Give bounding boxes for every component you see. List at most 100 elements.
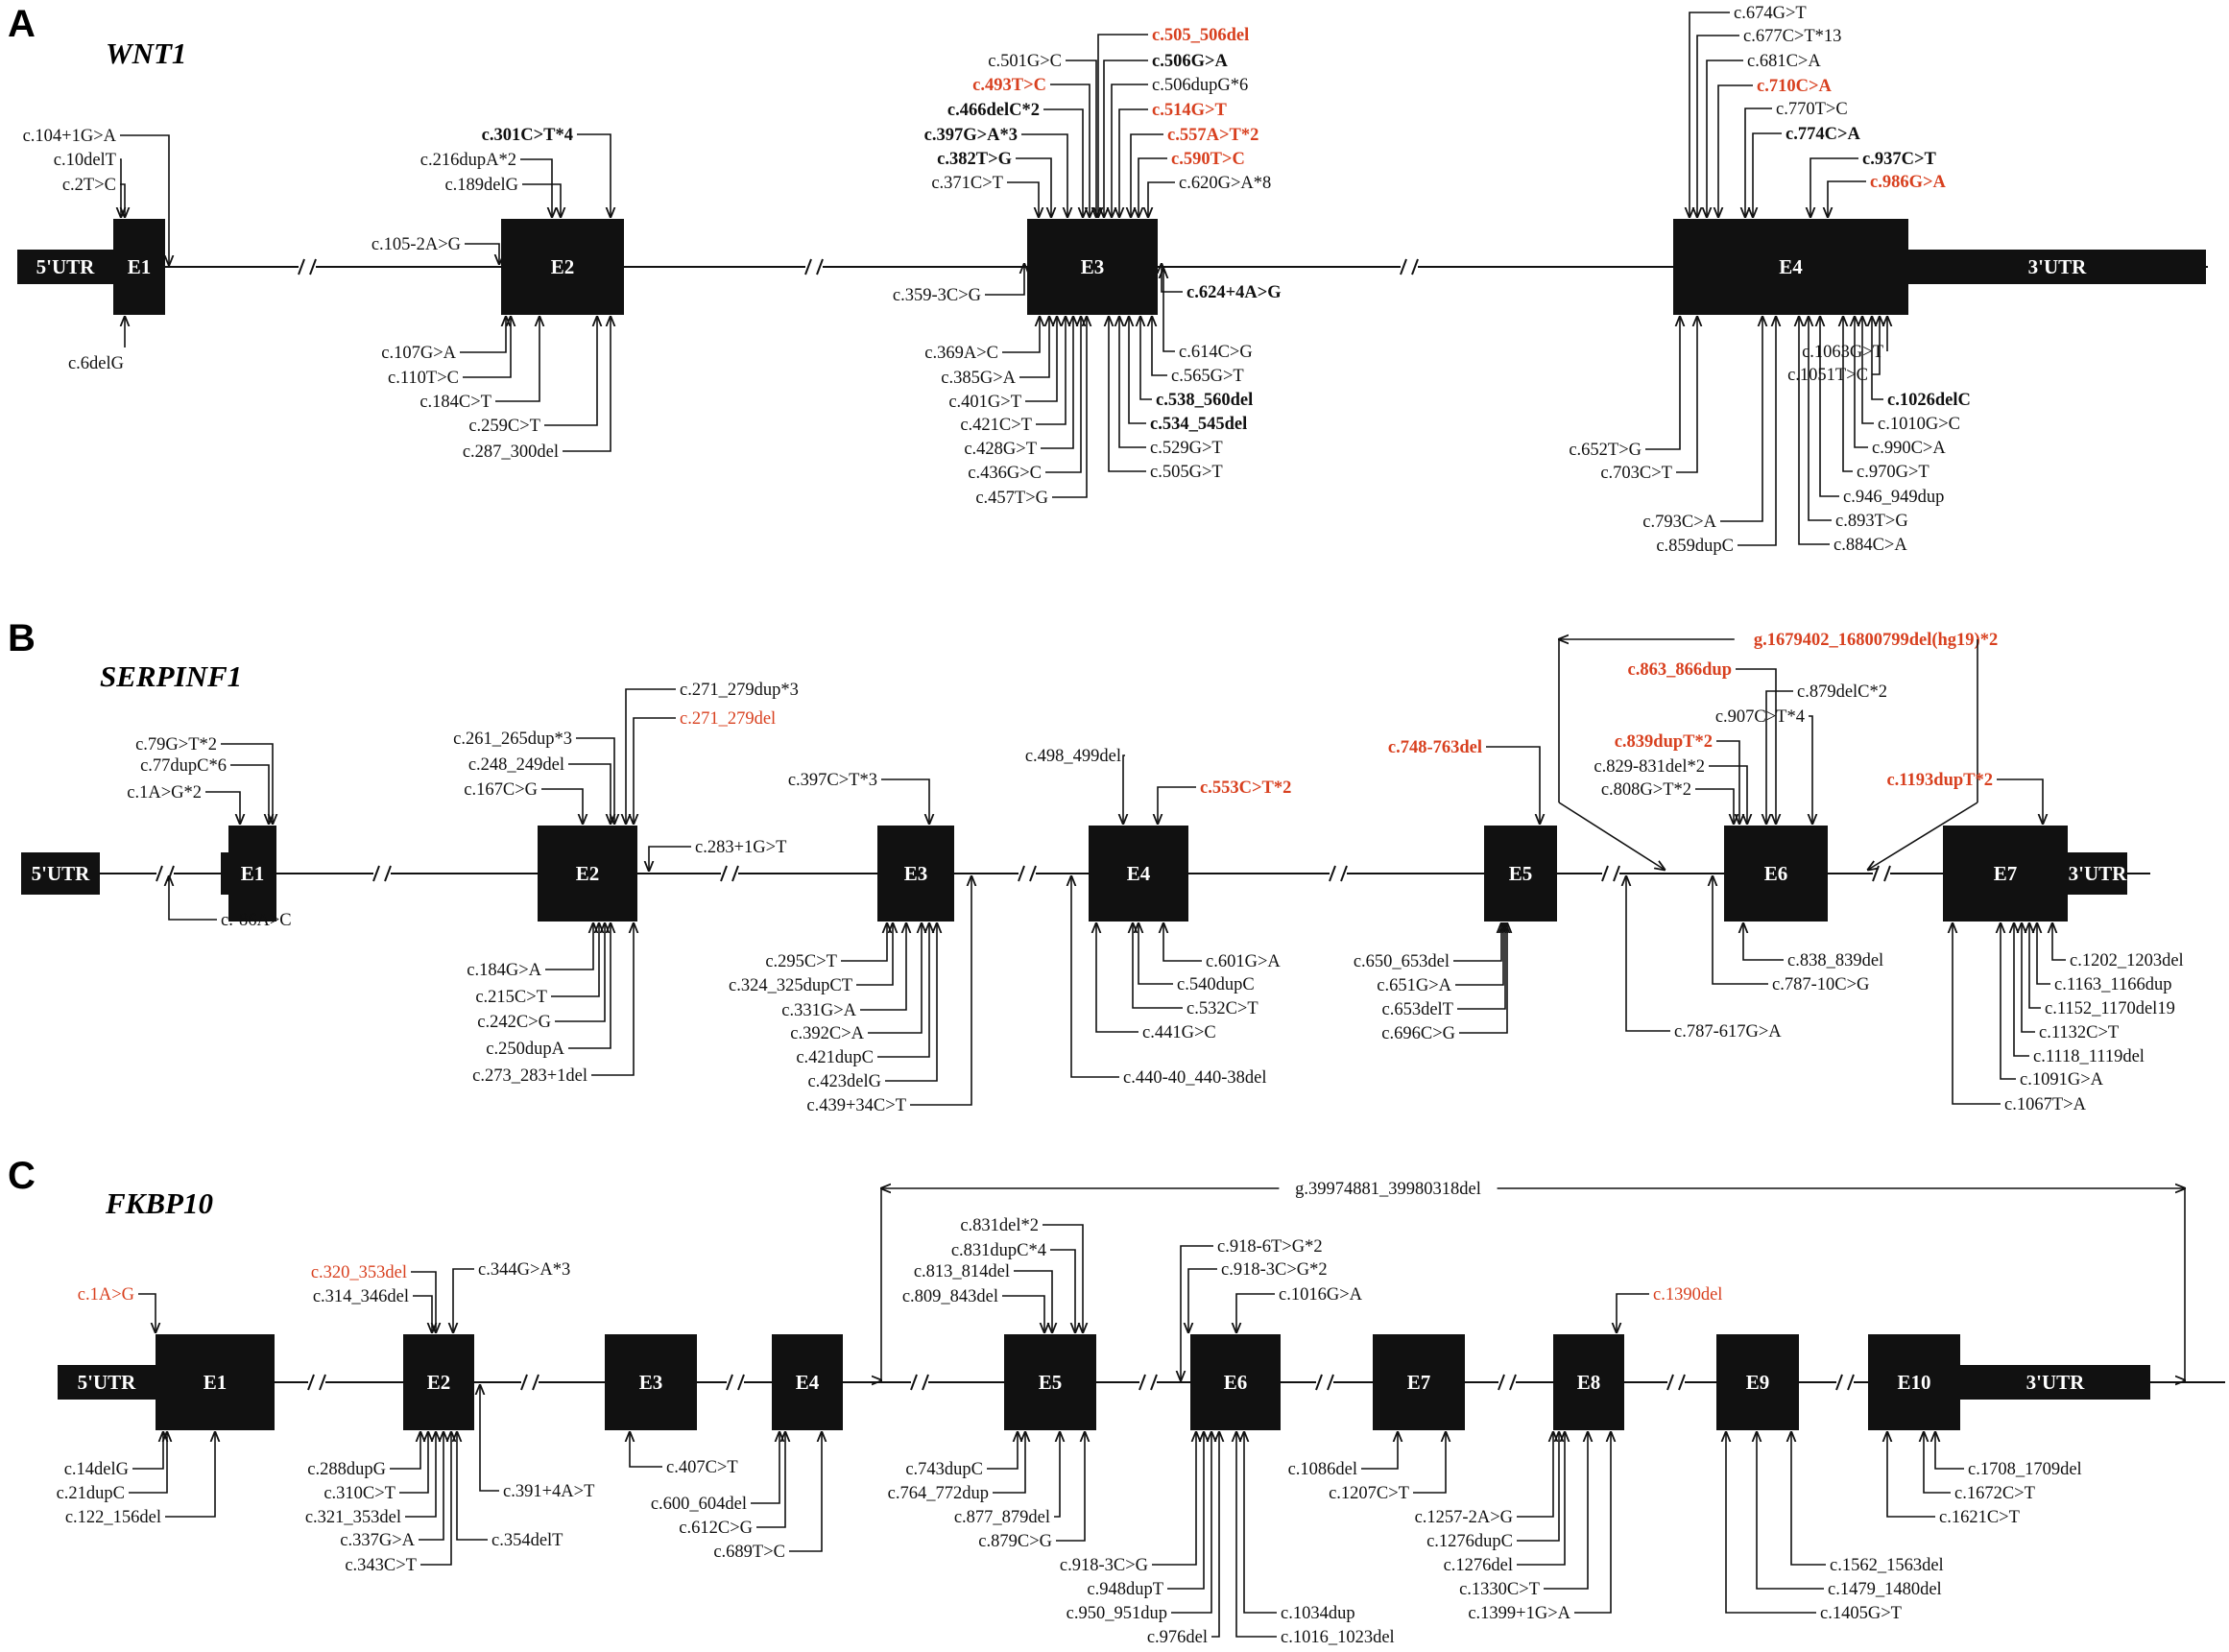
variant-label: c.184G>A — [467, 961, 541, 980]
exon-box-e10: E10 — [1868, 1334, 1960, 1430]
exon-box-e1: E1 — [221, 826, 276, 922]
variant-label: c.287_300del — [463, 443, 559, 462]
variant-label: c.1051T>C — [1787, 366, 1868, 385]
variant-label: c.105-2A>G — [372, 235, 461, 254]
variant-label: c.879delC*2 — [1797, 682, 1887, 702]
intron-break-mark — [1666, 1374, 1686, 1391]
variant-annotation: c.391+4A>T — [480, 1385, 594, 1501]
variant-annotation: c.1708_1709del — [1935, 1432, 2082, 1479]
variant-annotation: c.918-3C>G*2 — [1188, 1260, 1328, 1332]
variant-label: c.1276dupC — [1426, 1532, 1513, 1551]
variant-label: c.1152_1170del19 — [2045, 999, 2175, 1018]
exon-box-e5: E5 — [1484, 826, 1557, 922]
variant-label: c.514G>T — [1152, 101, 1228, 120]
intron-break-mark — [1498, 1374, 1517, 1391]
variant-annotation: c.371C>T — [931, 174, 1039, 217]
variant-label: c.167C>G — [464, 780, 538, 800]
variant-label: c.976del — [1147, 1628, 1208, 1647]
exon-box-e7: E7 — [1943, 826, 2068, 922]
variant-annotation: c.838_839del — [1743, 923, 1883, 970]
variant-label: c.250dupA — [486, 1040, 564, 1059]
variant-annotation: c.1132C>T — [2022, 923, 2119, 1042]
exon-label: E1 — [128, 255, 152, 278]
intron-break-mark — [1138, 1374, 1158, 1391]
variant-annotation: c.79G>T*2 — [135, 735, 273, 824]
exon-label: E3 — [904, 862, 928, 885]
variant-label: c.879C>G — [978, 1532, 1052, 1551]
variant-label: c.590T>C — [1171, 150, 1245, 169]
intron-break-mark — [156, 865, 175, 882]
variant-label: c.601G>A — [1206, 952, 1281, 971]
exon-label: E5 — [1509, 862, 1533, 885]
variant-annotation: c.321_353del — [305, 1432, 436, 1527]
variant-annotation: c.600_604del — [651, 1432, 779, 1514]
variant-label: c.6delG — [68, 354, 124, 373]
variant-annotation: c.950_951dup — [1067, 1432, 1211, 1623]
intron-break-mark — [1329, 865, 1348, 882]
variant-annotation: c.1063G>T — [1802, 317, 1887, 362]
variant-label: c.324_325dupCT — [729, 976, 852, 995]
variant-label: c.529G>T — [1150, 439, 1223, 458]
variant-label: c.343C>T — [345, 1556, 417, 1575]
variant-annotation: c.1479_1480del — [1757, 1432, 1942, 1599]
variant-annotation: c.1A>G — [78, 1285, 156, 1332]
variant-annotation: c.301C>T*4 — [482, 126, 611, 217]
variant-annotation: c.344G>A*3 — [453, 1260, 570, 1332]
variant-label: c.369A>C — [924, 344, 998, 363]
variant-label: c.787-10C>G — [1772, 975, 1869, 994]
variant-annotation: c.650_653del — [1354, 923, 1501, 971]
variant-label: c.600_604del — [651, 1495, 747, 1514]
variant-annotation: c.21dupC — [57, 1432, 167, 1503]
variant-annotation: c.287_300del — [463, 317, 611, 462]
variant-annotation: c.343C>T — [345, 1432, 451, 1575]
variant-label: c.1708_1709del — [1968, 1460, 2082, 1479]
variant-annotation: c.787-617G>A — [1626, 876, 1782, 1041]
variant-annotation: c.359-3C>G — [893, 264, 1024, 305]
variant-label: c.1034dup — [1281, 1604, 1355, 1623]
variant-annotation: c.1330C>T — [1459, 1432, 1588, 1599]
exon-label: E9 — [1746, 1371, 1770, 1394]
variant-label: c.950_951dup — [1067, 1604, 1167, 1623]
variant-label: c.918-3C>G — [1060, 1556, 1148, 1575]
variant-annotation: c.107G>A — [381, 317, 506, 363]
variant-annotation: c.565G>T — [1152, 317, 1244, 386]
variant-annotation: c.428G>T — [964, 317, 1073, 459]
variant-label: c.301C>T*4 — [482, 126, 573, 145]
exon-label: 3'UTR — [2028, 255, 2088, 278]
variant-label: c.321_353del — [305, 1508, 401, 1527]
variant-label: c.1621C>T — [1939, 1508, 2020, 1527]
variant-annotation: c.250dupA — [486, 923, 611, 1059]
exon-label: 5'UTR — [78, 1371, 137, 1394]
exon-label: E8 — [1577, 1371, 1601, 1394]
variant-label: c.774C>A — [1786, 125, 1860, 144]
variant-annotation: c.1152_1170del19 — [2029, 923, 2175, 1018]
variant-label: c.314_346del — [313, 1287, 409, 1306]
variant-label: c.401G>T — [948, 393, 1021, 412]
variant-label: c.466delC*2 — [947, 101, 1040, 120]
variant-label: c.689T>C — [713, 1543, 785, 1562]
variant-annotation: c.651G>A — [1377, 923, 1503, 995]
variant-annotation: c.620G>A*8 — [1148, 174, 1271, 217]
variant-label: g.1679402_16800799del(hg19)*2 — [1754, 631, 1998, 650]
variant-label: c.907C>T*4 — [1715, 707, 1805, 727]
variant-label: c.813_814del — [914, 1262, 1010, 1281]
variant-label: c.677C>T*13 — [1743, 27, 1841, 46]
exon-box-e2: E2 — [403, 1334, 474, 1430]
exon-box-e8: E8 — [1553, 1334, 1624, 1430]
variant-annotation: c.385G>A — [941, 317, 1049, 388]
variant-label: c.397G>A*3 — [924, 126, 1018, 145]
variant-label: c.937C>T — [1862, 150, 1936, 169]
variant-label: c.653delT — [1382, 1000, 1454, 1019]
variant-annotation: c.1405G>T — [1726, 1432, 1902, 1623]
variant-annotation: c.1016_1023del — [1236, 1432, 1395, 1647]
variant-annotation: c.553C>T*2 — [1158, 778, 1291, 824]
exon-label: E7 — [1407, 1371, 1431, 1394]
variant-label: c.493T>C — [972, 76, 1046, 95]
variant-annotation: c.884C>A — [1799, 317, 1907, 555]
exon-box-e4: E4 — [1673, 219, 1908, 315]
variant-label: c.331G>A — [781, 1001, 856, 1020]
variant-label: c.498_499del — [1025, 747, 1121, 766]
variant-annotation: c.105-2A>G — [372, 235, 499, 264]
variant-annotation: c.215C>T — [475, 923, 599, 1007]
variant-annotation: c.863_866dup — [1628, 660, 1776, 824]
